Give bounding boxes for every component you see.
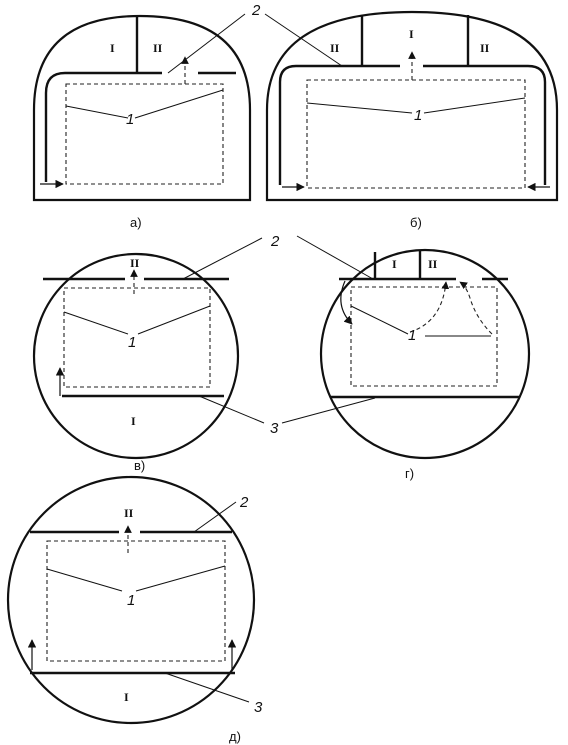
diagram-d-label-1: 1 (127, 592, 135, 609)
label-3-middle-text: 3 (270, 420, 279, 437)
label-2-top-leader-a (167, 13, 246, 74)
label-3-middle-leader-g (281, 397, 376, 424)
diagram-b-zone-II-right: II (480, 41, 490, 55)
diagram-b-wall-left (278, 64, 400, 185)
diagram-v-outline (32, 252, 240, 460)
diagram-g-arrow-out-left (409, 281, 450, 333)
diagram-g-arrow-in (340, 280, 353, 325)
diagram-d-zone-I: I (124, 690, 129, 704)
diagram-g-zone-I: I (392, 257, 397, 271)
diagram-b-leader-1b (423, 97, 526, 114)
diagram-g-caption: г) (405, 466, 414, 481)
diagram-g-arrow-out-right (459, 281, 493, 335)
diagram-a-zone-II: II (153, 41, 163, 55)
diagram-v-leader-1b (137, 305, 211, 335)
diagram-d-label-3: 3 (254, 699, 263, 716)
diagram-a: 1 I II а) (32, 14, 252, 230)
diagram-a-wall (44, 71, 162, 182)
diagram-v-zone-I: I (131, 414, 136, 428)
diagram-v: 1 II I в) (32, 252, 240, 473)
label-3-middle: 3 (198, 395, 376, 437)
label-2-top-leader-b (264, 13, 343, 67)
diagram-b: 1 II I II б) (265, 10, 559, 230)
diagram-b-label-1: 1 (414, 107, 422, 124)
diagram-a-leader-1a (65, 105, 129, 119)
diagram-a-label-1: 1 (126, 111, 134, 128)
diagram-b-caption: б) (410, 215, 422, 230)
diagram-d-caption: д) (229, 729, 241, 744)
diagram-d-leader-2 (193, 501, 237, 533)
diagram-b-outline (265, 10, 559, 202)
label-2-middle-leader-v (182, 237, 263, 280)
label-2-middle: 2 (182, 233, 374, 280)
diagram-d-outline (6, 475, 256, 725)
diagram-v-zone-II: II (130, 256, 140, 270)
diagram-d-leader-3 (164, 672, 250, 703)
diagram-b-dashed-area (306, 79, 526, 189)
diagram-g: 1 I II г) (319, 248, 531, 481)
diagram-b-zone-II-left: II (330, 41, 340, 55)
diagram-v-dashed-area (63, 287, 211, 388)
diagram-b-leader-1a (306, 102, 413, 114)
diagram-v-label-1: 1 (128, 334, 136, 351)
diagram-d-leader-1b (135, 565, 226, 592)
diagram-a-outline (32, 14, 252, 202)
diagram-g-outline (319, 248, 531, 460)
diagram-a-zone-I: I (110, 41, 115, 55)
label-2-top: 2 (167, 2, 343, 74)
diagram-v-caption: в) (134, 458, 145, 473)
diagram-a-caption: а) (130, 215, 142, 230)
diagram-b-zone-I: I (409, 27, 414, 41)
diagram-g-leader-1a (350, 305, 409, 335)
label-2-middle-text: 2 (270, 233, 280, 250)
diagram-d: 1 II I 2 3 д) (6, 475, 263, 744)
diagram-d-dashed-area (46, 540, 226, 662)
diagram-a-leader-1b (134, 89, 224, 119)
label-3-middle-leader-v (198, 395, 265, 424)
diagram-d-leader-1a (46, 568, 123, 592)
diagram-g-zone-II: II (428, 257, 438, 271)
label-2-top-text: 2 (251, 2, 261, 19)
diagram-g-label-1: 1 (408, 327, 416, 344)
diagram-g-dashed-area (350, 286, 498, 387)
diagram-a-dashed-area (65, 83, 224, 185)
diagram-d-label-2: 2 (239, 494, 249, 511)
diagram-v-leader-1a (63, 311, 129, 335)
diagram-b-wall-right (423, 64, 547, 185)
diagram-d-zone-II: II (124, 506, 134, 520)
